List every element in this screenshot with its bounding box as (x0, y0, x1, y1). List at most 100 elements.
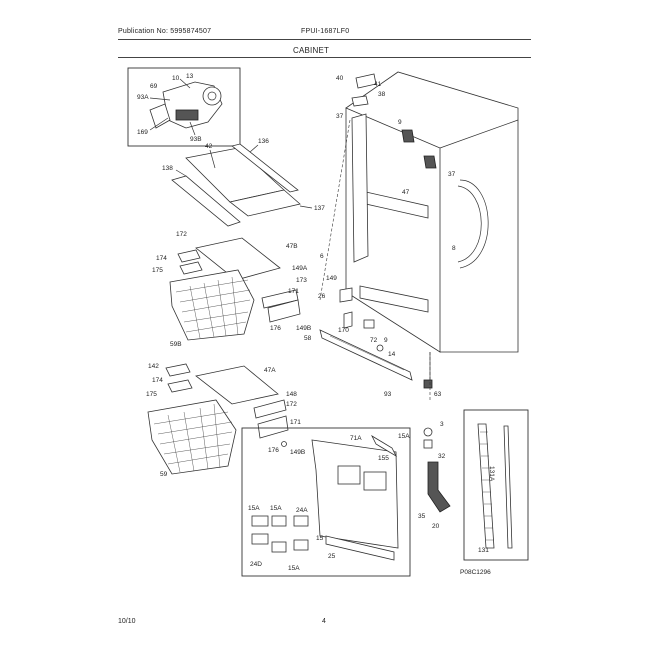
clip-part (149, 103, 171, 129)
callout: 93A (137, 94, 149, 101)
clip-part (363, 319, 375, 329)
cap-part (251, 515, 269, 527)
callout: 9 (384, 337, 388, 344)
callout: 170 (338, 327, 349, 334)
callout: 59 (160, 471, 168, 478)
callout: 41 (374, 81, 382, 88)
figure-code: P08C1296 (460, 569, 491, 576)
callout: 63 (434, 391, 442, 398)
callout: 24D (250, 561, 262, 568)
basket-upper-mesh (175, 276, 251, 339)
callout: 137 (314, 205, 325, 212)
callout: 136 (258, 138, 269, 145)
callout: 93 (384, 391, 392, 398)
drawer-clip-upper (177, 249, 201, 263)
callout: 173 (296, 277, 307, 284)
callout: 42 (205, 143, 213, 150)
callout: 47 (402, 189, 410, 196)
callout: 131A (488, 466, 495, 482)
drain-assembly (423, 427, 451, 513)
callout: 6 (320, 253, 324, 260)
inset-frame (127, 67, 241, 147)
callout: 26 (318, 293, 326, 300)
callout: 174 (152, 377, 163, 384)
shelf-rail (229, 189, 301, 217)
callout: 47A (264, 367, 276, 374)
trim-strip-part (503, 425, 513, 549)
callout: 149A (292, 265, 308, 272)
callout: 15A (398, 433, 410, 440)
callout: 176 (270, 325, 281, 332)
callout: 138 (162, 165, 173, 172)
drawer-clip-upper-2 (179, 261, 203, 275)
housing-window-2 (363, 471, 387, 491)
callout: 172 (176, 231, 187, 238)
drawer-slide-lower (257, 415, 289, 439)
top-hinge-part (355, 73, 377, 89)
callout: 71A (350, 435, 362, 442)
drawer-slide-upper (267, 299, 301, 323)
leveling-leg-part (423, 379, 433, 389)
callout: 15A (270, 505, 282, 512)
callout: 149B (290, 449, 305, 456)
basket-lower-mesh (153, 403, 233, 473)
inset-control-housing: 71A 15A 155 15A 15A 24A 15 24D 15A 25 (241, 427, 411, 577)
fan-motor-part (202, 86, 222, 106)
model-number: FPUI-1687LF0 (301, 28, 350, 35)
callout: 169 (137, 129, 148, 136)
callout: 32 (438, 453, 446, 460)
drain-fitting-part (423, 439, 433, 449)
callout: 171 (290, 419, 301, 426)
callout: 10 (172, 75, 180, 82)
bracket-part (339, 287, 353, 303)
callout: 175 (152, 267, 163, 274)
wire-harness-part (371, 434, 397, 458)
publication-number: Publication No: 5995874507 (118, 28, 212, 35)
drain-cap-part (423, 427, 433, 437)
callout: 37 (448, 171, 456, 178)
gasket-strip-part (477, 423, 495, 549)
wire-basket-lower (147, 399, 237, 475)
inset-fan-assembly: 13 10 69 93A 169 93B (127, 67, 241, 147)
callout: 14 (388, 351, 396, 358)
footer-date: 10/10 (118, 618, 136, 625)
callout: 59B (170, 341, 182, 348)
drawer-cover-lower (195, 365, 279, 405)
callout: 47B (286, 243, 298, 250)
callout: 13 (186, 73, 194, 80)
callout: 38 (378, 91, 386, 98)
callout: 149 (326, 275, 337, 282)
callout: 40 (336, 75, 344, 82)
callout: 131 (478, 547, 489, 554)
drawer-rail-lower (253, 399, 287, 419)
callout: 3 (440, 421, 444, 428)
callout: 15A (248, 505, 260, 512)
callout: 174 (156, 255, 167, 262)
callout: 72 (370, 337, 378, 344)
callout: 69 (150, 83, 158, 90)
callout: 58 (304, 335, 312, 342)
upper-drawer-assembly: 172 47B 174 175 149A 173 171 176 149B 59… (152, 231, 311, 348)
callout: 35 (418, 513, 426, 520)
callout: 25 (328, 553, 336, 560)
callout: 24A (296, 507, 308, 514)
callout: 93B (190, 136, 202, 143)
lower-drawer-assembly: 142 47A 174 175 148 172 171 176 149B 59 (146, 363, 305, 478)
drawer-clip-lower-2 (167, 379, 193, 393)
inset-frame (463, 409, 529, 561)
wire-basket-upper (169, 269, 255, 341)
header-rule (118, 39, 531, 40)
callout: 175 (146, 391, 157, 398)
callout: 149B (296, 325, 311, 332)
kick-plate-part (319, 329, 413, 381)
drain-hose-part (427, 461, 451, 513)
drawer-clip-lower (165, 363, 191, 377)
hinge-part (401, 129, 415, 143)
drawer-cover-upper (195, 237, 281, 281)
callout: 176 (268, 447, 279, 454)
callout: 171 (288, 288, 299, 295)
liner-rail-lower (359, 285, 429, 313)
page-number: 4 (322, 618, 326, 625)
mount-plate-part (175, 109, 199, 121)
housing-window (337, 465, 361, 485)
